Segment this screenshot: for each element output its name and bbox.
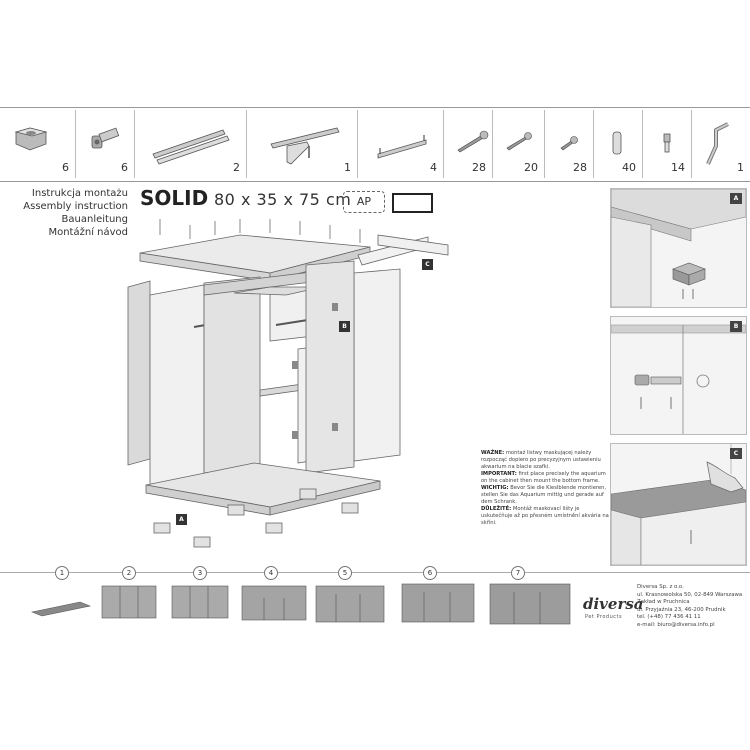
- part-qty: 6: [62, 161, 69, 174]
- drawer-rail-icon: [152, 129, 230, 165]
- parts-top-rule: [0, 107, 750, 108]
- short-screw-icon: [560, 136, 578, 151]
- note-de-label: WICHTIG:: [481, 485, 509, 491]
- detail-c-drawing: [611, 444, 746, 565]
- note-pl-label: WAŻNE:: [481, 450, 505, 456]
- allen-key-icon: [706, 122, 729, 165]
- rail-set-icon: [270, 127, 340, 165]
- blank-label-box: [392, 193, 433, 213]
- part-short-screw: 28: [545, 108, 593, 178]
- part-handle: 4: [358, 108, 443, 178]
- detail-panel-a-tag: A: [730, 193, 742, 204]
- part-qty: 2: [233, 161, 240, 174]
- step-number-7: 7: [511, 566, 525, 580]
- product-code: AP: [343, 191, 385, 213]
- hinge-icon: [91, 127, 120, 149]
- title-cz: Montážní návod: [48, 227, 128, 238]
- company-line: tel. (+48) 77 436 41 11: [637, 614, 701, 621]
- title-en: Assembly instruction: [23, 201, 128, 212]
- company-address: Diversa Sp. z o.o. ul. Krasnowolska 50, …: [637, 584, 749, 630]
- part-qty: 20: [524, 161, 538, 174]
- product-name: SOLID: [140, 186, 209, 210]
- step-number-5: 5: [338, 566, 352, 580]
- note-de-text: Bevor Sie die Kieslblende montieren, ste…: [481, 485, 607, 505]
- note-en-label: IMPORTANT:: [481, 471, 517, 477]
- part-hinge: 6: [76, 108, 134, 178]
- steps-rule: [0, 572, 750, 573]
- part-qty: 4: [430, 161, 437, 174]
- part-qty: 6: [121, 161, 128, 174]
- assembly-steps-drawing: [30, 583, 571, 625]
- detail-panel-c-tag: C: [730, 448, 742, 459]
- shelf-pin-icon: [663, 133, 671, 153]
- detail-panel-a: A: [610, 188, 747, 308]
- note-cz-label: DŮLEŽITÉ:: [481, 506, 512, 512]
- note-en-text: first place precisely the aquarium on th…: [481, 471, 606, 484]
- step-number-4: 4: [264, 566, 278, 580]
- part-rail-set: 1: [247, 108, 357, 178]
- part-allen-key: 1: [692, 108, 750, 178]
- parts-bottom-rule: [0, 181, 750, 182]
- part-qty: 28: [573, 161, 587, 174]
- company-line: e-mail: biuro@diversa.info.pl: [637, 621, 715, 628]
- part-qty: 1: [737, 161, 744, 174]
- detail-panel-c: C: [610, 443, 747, 566]
- detail-panel-b-tag: B: [730, 321, 742, 332]
- callout-c: C: [422, 259, 433, 270]
- dowel-icon: [612, 131, 622, 155]
- important-notes: WAŻNE: montaż listwy maskującej należy r…: [481, 450, 609, 527]
- part-long-screw: 28: [444, 108, 492, 178]
- step-number-2: 2: [122, 566, 136, 580]
- part-cam-connector: 6: [0, 108, 75, 178]
- detail-b-drawing: [611, 324, 746, 434]
- company-logo-subtitle: Pet Products: [585, 614, 623, 620]
- part-qty: 1: [344, 161, 351, 174]
- title-pl: Instrukcja montażu: [31, 188, 128, 199]
- company-logo: diversa: [583, 595, 644, 613]
- callout-a: A: [176, 514, 187, 525]
- part-shelf-pin: 14: [643, 108, 691, 178]
- note-cz-text: Montáž maskovací lišty je uskutečňuje až…: [481, 506, 609, 526]
- company-line: Diversa Sp. z o.o.: [637, 584, 684, 590]
- exploded-cabinet-drawing: [127, 219, 449, 548]
- company-line: Zakład w Pruchnica: [637, 599, 690, 606]
- note-pl-text: montaż listwy maskującej należy rozpoczą…: [481, 450, 601, 470]
- part-dowel: 40: [594, 108, 642, 178]
- cam-connector-icon: [14, 127, 48, 151]
- company-line: ul. Krasnowolska 50, 02-849 Warszawa: [637, 591, 743, 598]
- screw-icon: [506, 132, 532, 151]
- part-drawer-rail: 2: [135, 108, 246, 178]
- part-qty: 28: [472, 161, 486, 174]
- part-screw: 20: [493, 108, 544, 178]
- company-line: ul. Przyjaźnia 23, 46-200 Prudnik: [637, 606, 726, 613]
- title-de: Bauanleitung: [61, 214, 128, 225]
- handle-icon: [377, 135, 427, 159]
- long-screw-icon: [457, 130, 489, 153]
- callout-b: B: [339, 321, 350, 332]
- detail-panel-b: B: [610, 316, 747, 435]
- part-qty: 40: [622, 161, 636, 174]
- part-qty: 14: [671, 161, 685, 174]
- step-number-1: 1: [55, 566, 69, 580]
- step-number-6: 6: [423, 566, 437, 580]
- step-number-3: 3: [193, 566, 207, 580]
- detail-a-drawing: [611, 189, 746, 307]
- product-dimensions: 80 x 35 x 75 cm: [214, 190, 352, 209]
